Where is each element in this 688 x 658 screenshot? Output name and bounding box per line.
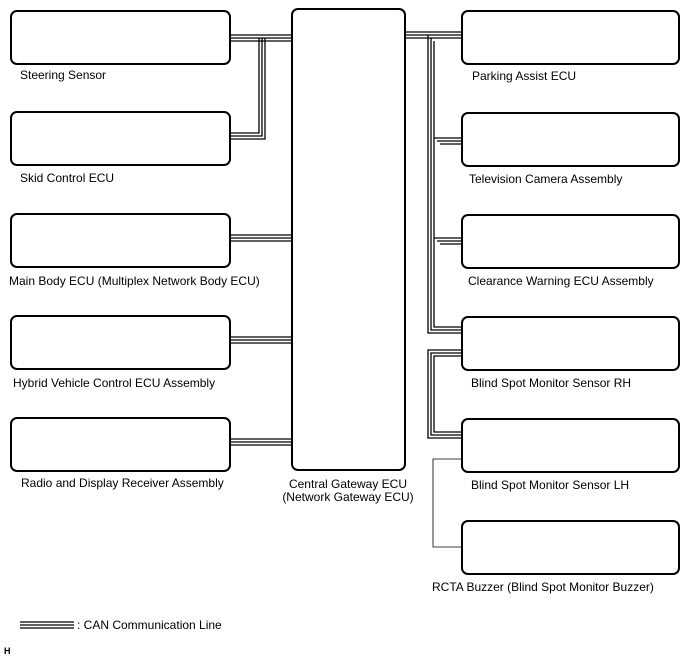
skid-control-label: Skid Control ECU xyxy=(20,171,115,185)
can-line-radio xyxy=(231,438,292,446)
can-line-hybrid xyxy=(231,336,292,344)
rcta-buzzer-box xyxy=(461,520,680,575)
bsm-lh-label: Blind Spot Monitor Sensor LH xyxy=(471,478,630,492)
can-line-bsm-lh xyxy=(427,349,462,439)
hybrid-ecu-label: Hybrid Vehicle Control ECU Assembly xyxy=(13,376,216,390)
radio-display-box xyxy=(10,417,231,472)
radio-display-label: Radio and Display Receiver Assembly xyxy=(21,476,224,490)
can-line-clearance xyxy=(434,237,462,245)
can-line-parking xyxy=(405,31,462,39)
legend-label: : CAN Communication Line xyxy=(77,618,222,632)
hybrid-ecu-box xyxy=(10,315,231,370)
skid-control-box xyxy=(10,111,231,166)
steering-sensor-label: Steering Sensor xyxy=(20,68,107,82)
steering-sensor-box xyxy=(10,10,231,65)
central-gateway-line1: Central Gateway ECU xyxy=(288,477,408,491)
central-gateway-line2: (Network Gateway ECU) xyxy=(282,490,414,504)
bsm-lh-box xyxy=(461,418,680,473)
central-gateway-box xyxy=(291,8,406,471)
parking-assist-label: Parking Assist ECU xyxy=(472,69,577,83)
clearance-warning-label: Clearance Warning ECU Assembly xyxy=(468,274,654,288)
corner-code: H xyxy=(4,646,11,656)
can-line-main-body xyxy=(231,234,292,242)
clearance-warning-box xyxy=(461,214,680,269)
can-line-skid xyxy=(231,38,266,140)
central-gateway-label: Central Gateway ECU (Network Gateway ECU… xyxy=(278,478,418,504)
can-bus-right xyxy=(427,35,462,334)
parking-assist-box xyxy=(461,10,680,65)
tv-camera-label: Television Camera Assembly xyxy=(469,172,623,186)
rcta-buzzer-label: RCTA Buzzer (Blind Spot Monitor Buzzer) xyxy=(432,580,654,594)
bsm-rh-box xyxy=(461,316,680,371)
main-body-ecu-label: Main Body ECU (Multiplex Network Body EC… xyxy=(9,274,260,288)
tv-camera-box xyxy=(461,112,680,167)
main-body-ecu-box xyxy=(10,213,231,268)
wire-rcta xyxy=(432,458,462,548)
legend-can-symbol xyxy=(20,621,74,629)
bsm-rh-label: Blind Spot Monitor Sensor RH xyxy=(471,376,632,390)
can-line-tv-camera xyxy=(434,137,462,145)
